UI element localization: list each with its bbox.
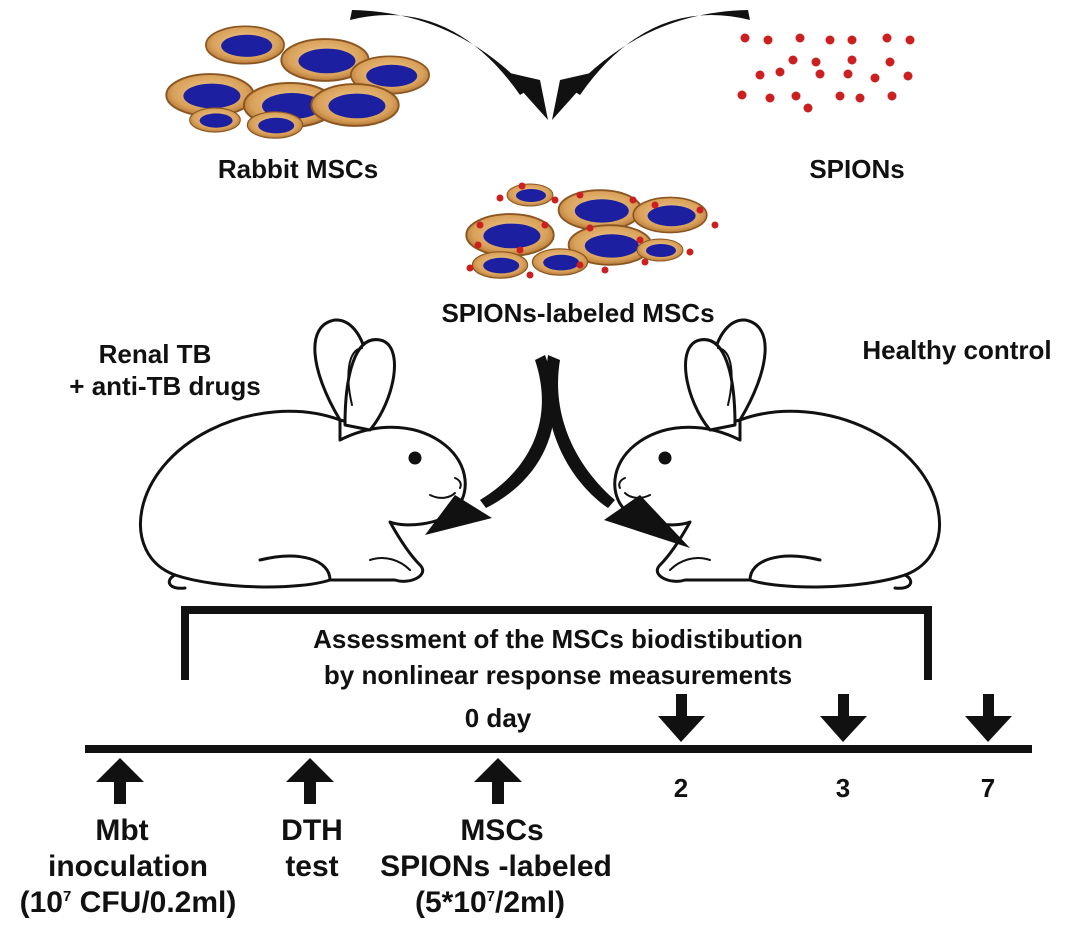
spions-label: SPIONs — [809, 154, 904, 184]
left-curved-arrowhead — [505, 72, 548, 120]
rabbit-mscs-cluster — [165, 25, 430, 139]
left-curved-arrow — [350, 10, 528, 95]
rabbit-healthy-control — [613, 318, 941, 590]
mbt-label-2: inoculation — [48, 850, 208, 883]
zero-day-label: 0 day — [465, 703, 532, 733]
mscs-arrow — [474, 758, 522, 804]
day-2-label: 2 — [674, 773, 688, 803]
day-3-arrow — [820, 694, 867, 742]
dth-label-2: test — [285, 850, 338, 883]
assessment-line-1: Assessment of the MSCs biodistibution — [313, 624, 803, 654]
mscs-label-1: MSCs — [460, 814, 543, 847]
arrow-to-left-rabbit-head — [425, 495, 492, 535]
assessment-bracket — [181, 606, 932, 680]
right-curved-arrowhead — [552, 72, 595, 120]
mscs-label-2: SPIONs -labeled — [380, 850, 612, 883]
followup-arrows — [658, 694, 1012, 742]
arrow-to-left-rabbit — [480, 355, 555, 508]
anti-tb-drugs-label: + anti-TB drugs — [69, 371, 260, 401]
day-7-label: 7 — [981, 773, 995, 803]
mbt-label-1: Mbt — [95, 814, 148, 847]
day-3-label: 3 — [836, 773, 850, 803]
labeled-mscs-cluster — [465, 182, 719, 279]
day-7-arrow — [965, 694, 1012, 742]
mbt-label-3: (107 CFU/0.2ml) — [20, 886, 237, 919]
merge-arrows — [350, 10, 750, 120]
labeled-mscs-label: SPIONs-labeled MSCs — [441, 298, 714, 328]
mbt-arrow — [96, 758, 144, 804]
arrow-to-right-rabbit — [545, 355, 615, 508]
injection-arrows — [425, 355, 690, 548]
rabbit-mscs-label: Rabbit MSCs — [218, 154, 378, 184]
spions-particles — [737, 33, 915, 113]
mscs-label-3: (5*107/2ml) — [415, 886, 565, 919]
arrow-to-right-rabbit-head — [604, 495, 690, 548]
dth-label-1: DTH — [281, 814, 343, 847]
right-curved-arrow — [572, 10, 750, 95]
dth-arrow — [286, 758, 334, 804]
assessment-line-2: by nonlinear response measurements — [324, 660, 792, 690]
event-arrows — [96, 758, 522, 804]
day-2-arrow — [658, 694, 705, 742]
rabbit-renal-tb — [139, 318, 467, 590]
healthy-control-label: Healthy control — [862, 335, 1051, 365]
renal-tb-label: Renal TB — [99, 339, 212, 369]
